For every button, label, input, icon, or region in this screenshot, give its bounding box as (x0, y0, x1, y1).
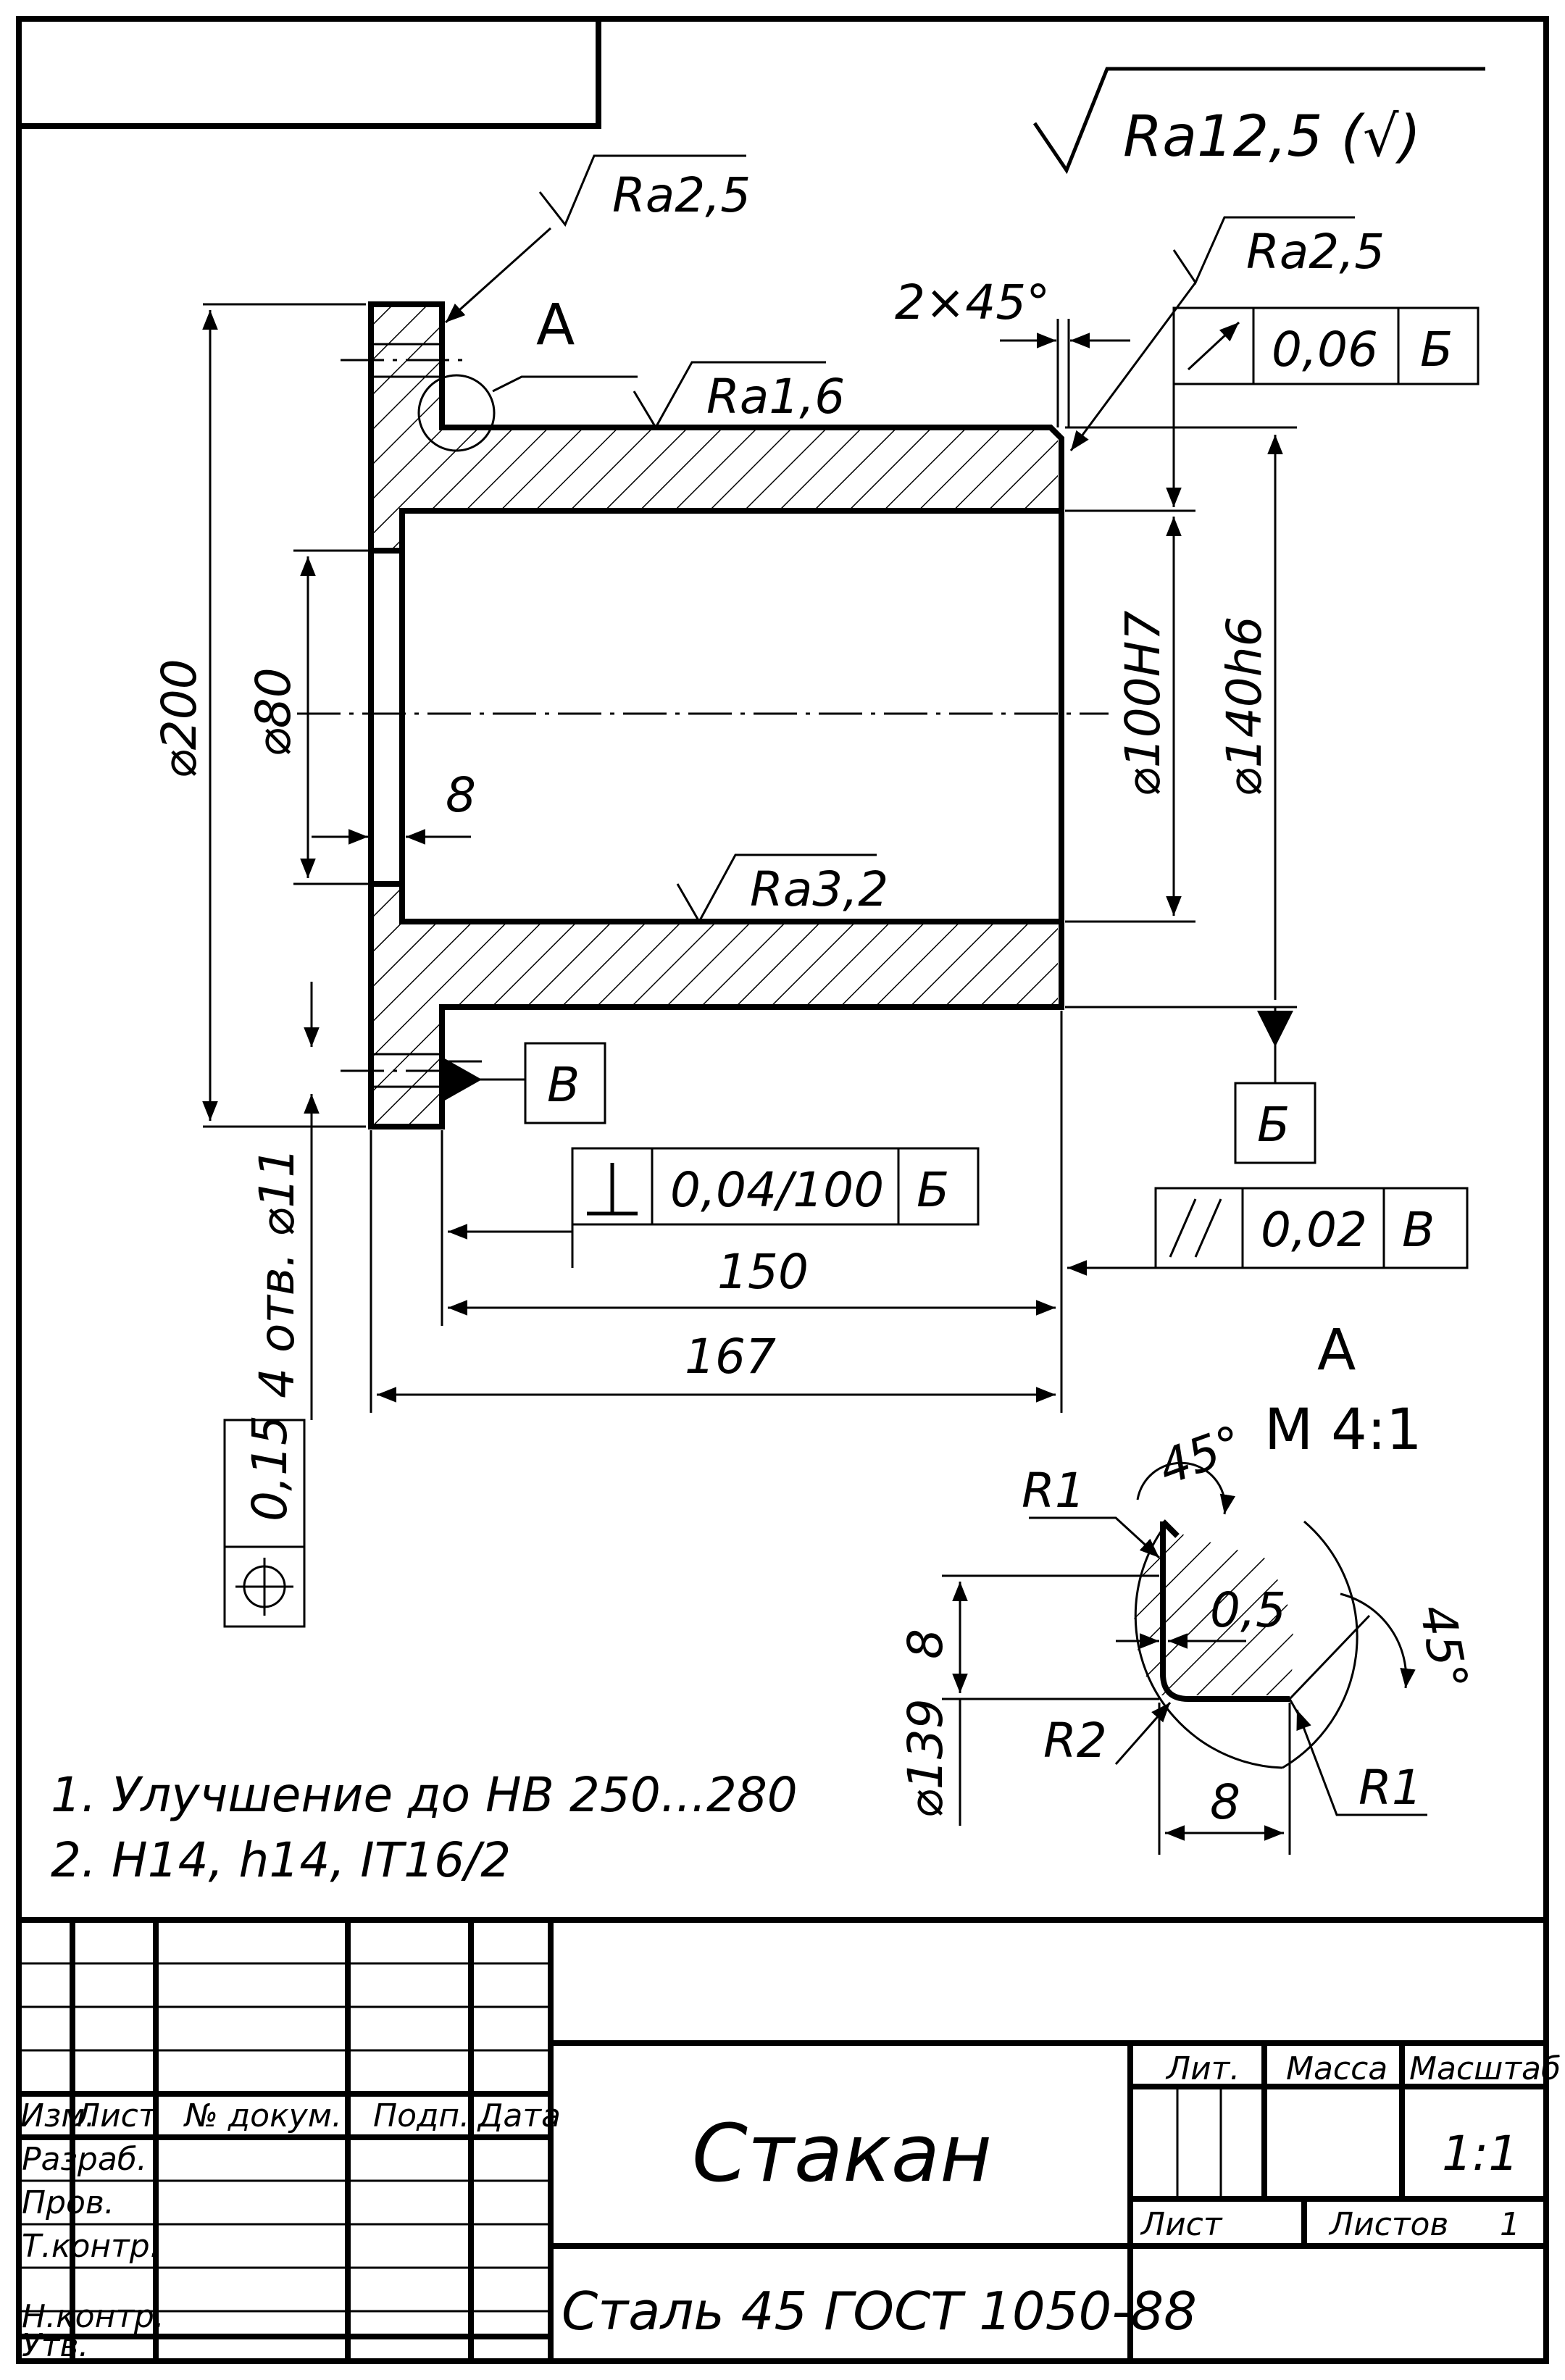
detail-gap: 0,5 (1210, 1582, 1286, 1638)
detail-r1-bottom: R1 (1359, 1760, 1422, 1816)
dim-d140: ⌀140h6 (1216, 616, 1272, 797)
chamfer-dimension: 2×45° (895, 275, 1130, 427)
detail-title: A (1317, 1318, 1356, 1383)
roughness-marks: Ra2,5 Ra2,5 Ra1,6 Ra3,2 (444, 154, 1385, 924)
tb-sheets-value: 1 (1500, 2206, 1520, 2243)
par-value: 0,02 (1261, 1202, 1367, 1258)
technical-notes: 1. Улучшение до НВ 250...280 2. Н14, h14… (51, 1767, 798, 1888)
datum-b: Б (1065, 1006, 1316, 1164)
tb-row-tcontrol: Т.контр. (22, 2228, 160, 2265)
detail-a: A М 4:1 8 ⌀139 8 0,5 R1 45° 45° (898, 1318, 1478, 1855)
dim-d100: ⌀100H7 (1115, 611, 1171, 797)
tb-material: Сталь 45 ГОСТ 1050-88 (562, 2281, 1197, 2342)
tb-mass-label: Масса (1286, 2050, 1387, 2087)
drawing-frame (16, 16, 1549, 2364)
tb-row-approve: Утв. (22, 2327, 88, 2364)
roughness-outer: Ra1,6 (706, 369, 845, 425)
tb-col-list: Лист (75, 2097, 158, 2134)
dim-d200: ⌀200 (151, 659, 207, 779)
detail-w8: 8 (1210, 1774, 1240, 1830)
tb-col-date: Дата (477, 2097, 561, 2134)
chamfer-text: 2×45° (895, 275, 1050, 330)
dim-d80: ⌀80 (246, 667, 301, 757)
view-label: A (536, 293, 575, 358)
roughness-bore: Ra3,2 (750, 861, 888, 917)
detail-d139: ⌀139 (898, 1698, 953, 1819)
note-2: 2. Н14, h14, IT16/2 (51, 1832, 511, 1888)
perpendicularity-frame: 0,04/100 Б (448, 1147, 980, 1268)
perp-value: 0,04/100 (670, 1162, 884, 1218)
diameter-dimensions: ⌀200 ⌀80 8 ⌀100H7 ⌀140h6 4 отв. ⌀11 (151, 303, 1297, 1420)
detail-h8: 8 (898, 1629, 953, 1659)
runout-frame: 0,06 Б (1166, 306, 1480, 507)
par-datum: В (1402, 1202, 1435, 1258)
tb-row-develop: Разраб. (22, 2141, 147, 2178)
detail-r2: R2 (1043, 1713, 1107, 1769)
roughness-flange-top: Ra2,5 (612, 167, 751, 223)
main-section: A (297, 293, 1109, 1130)
tb-scale-value: 1:1 (1442, 2126, 1519, 2181)
detail-angle-right: 45° (1408, 1600, 1478, 1694)
tb-lit-label: Лит. (1165, 2050, 1240, 2087)
detail-scale: М 4:1 (1264, 1398, 1422, 1463)
tb-col-sign: Подп. (373, 2097, 470, 2134)
tb-sheet-label: Лист (1140, 2206, 1223, 2243)
datum-b-letter: Б (1257, 1097, 1290, 1153)
tb-col-izm: Изм. (20, 2097, 96, 2134)
tb-row-ncontrol: Н.контр. (22, 2298, 164, 2335)
datum-v-letter: В (547, 1057, 580, 1113)
perp-datum: Б (917, 1162, 949, 1218)
dim-l167: 167 (685, 1329, 776, 1385)
tb-col-doc: № докум. (183, 2097, 342, 2134)
detail-r1-top: R1 (1022, 1463, 1085, 1519)
note-1: 1. Улучшение до НВ 250...280 (51, 1767, 798, 1823)
dim-l150: 150 (717, 1244, 809, 1300)
title-block: Изм. Лист № докум. Подп. Дата Разраб. Пр… (19, 1917, 1561, 2364)
tb-sheets-label: Листов (1328, 2206, 1448, 2243)
dim-holes: 4 отв. ⌀11 (249, 1148, 305, 1398)
runout-value: 0,06 (1272, 322, 1378, 377)
length-dimensions: 150 167 (370, 1011, 1063, 1413)
tb-part-name: Стакан (692, 2107, 992, 2200)
position-frame: 0,15 (223, 1415, 306, 1628)
tb-row-check: Пров. (22, 2184, 114, 2221)
parallelism-frame: 0,02 В (1067, 1187, 1469, 1276)
position-value: 0,15 (242, 1415, 298, 1521)
tb-scale-label: Масштаб (1409, 2050, 1561, 2087)
dim-t8: 8 (446, 767, 476, 823)
detail-angle-top: 45° (1151, 1415, 1250, 1496)
general-roughness-text: Ra12,5 (√) (1123, 104, 1421, 170)
roughness-chamfer: Ra2,5 (1246, 224, 1385, 280)
runout-datum: Б (1420, 322, 1453, 377)
general-roughness: Ra12,5 (√) (1032, 67, 1485, 175)
datum-v: В (443, 1042, 606, 1124)
